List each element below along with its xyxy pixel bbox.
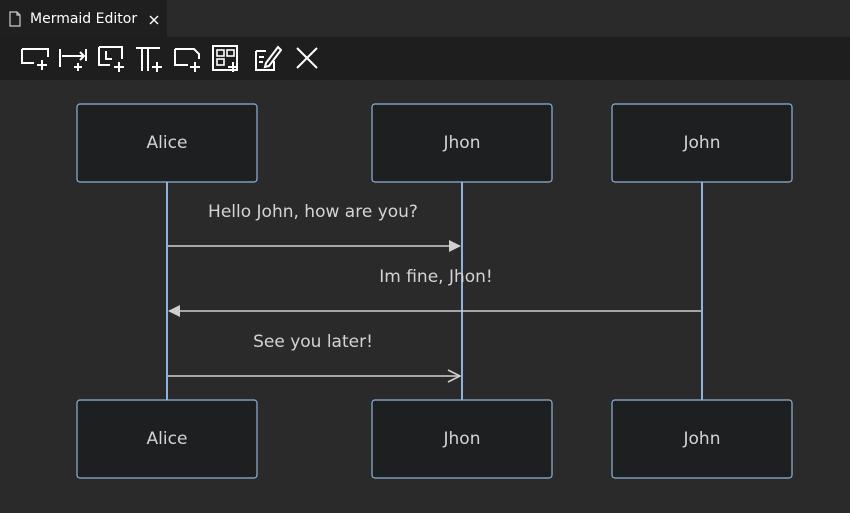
message-2[interactable]: Im fine, Jhon! (168, 267, 701, 317)
participant-box-jhon-top[interactable]: Jhon (371, 103, 553, 183)
tab-mermaid-editor[interactable]: Mermaid Editor (0, 0, 168, 37)
message-3[interactable]: See you later! (168, 332, 460, 376)
participant-label: Jhon (443, 133, 481, 153)
add-message-icon[interactable] (58, 43, 88, 73)
close-tab-icon[interactable] (147, 12, 161, 26)
tab-bar: Mermaid Editor (0, 0, 850, 37)
participant-label: Alice (147, 133, 188, 153)
sequence-diagram: Alice Jhon John Hello John, how are you?… (76, 103, 793, 479)
message-label: Im fine, Jhon! (379, 267, 493, 287)
participant-box-jhon-bottom[interactable]: Jhon (371, 399, 553, 479)
participant-label: Alice (147, 429, 188, 449)
message-1[interactable]: Hello John, how are you? (168, 202, 461, 252)
participant-box-john-bottom[interactable]: John (611, 399, 793, 479)
edit-code-icon[interactable] (252, 43, 283, 73)
diagram-canvas: Alice Jhon John Hello John, how are you?… (0, 80, 850, 509)
participant-label: John (683, 133, 721, 153)
message-label: See you later! (253, 332, 373, 352)
participant-box-alice-bottom[interactable]: Alice (76, 399, 258, 479)
toolbar (0, 37, 850, 80)
add-group-icon[interactable] (210, 43, 240, 73)
file-icon (8, 10, 22, 27)
participant-box-john-top[interactable]: John (611, 103, 793, 183)
add-lifeline-icon[interactable] (134, 43, 164, 73)
participant-box-alice-top[interactable]: Alice (76, 103, 258, 183)
participant-label: John (683, 429, 721, 449)
tab-title: Mermaid Editor (30, 10, 138, 27)
close-icon[interactable] (292, 43, 322, 73)
message-label: Hello John, how are you? (208, 202, 418, 222)
add-participant-icon[interactable] (20, 43, 50, 73)
add-note-icon[interactable] (96, 43, 126, 73)
add-box-icon[interactable] (172, 43, 202, 73)
participant-label: Jhon (443, 429, 481, 449)
